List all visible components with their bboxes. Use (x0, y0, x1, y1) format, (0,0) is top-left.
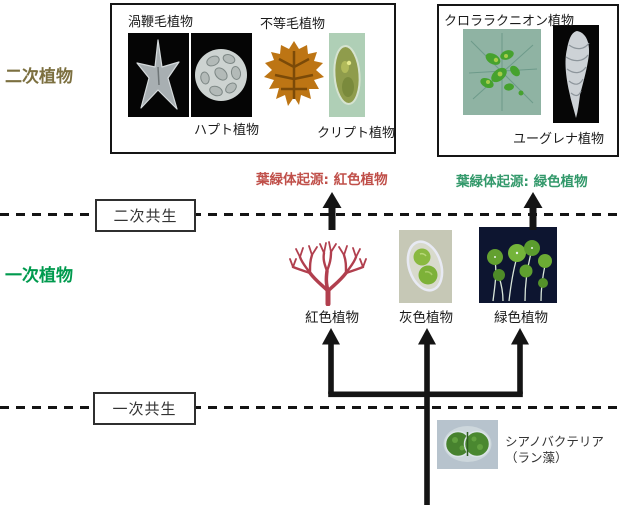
haptophyte-image (191, 33, 252, 117)
trident-left-stem (328, 343, 334, 394)
primary-symbiosis-dashed-line (0, 406, 624, 409)
trident-right-stem (517, 343, 523, 394)
haptophyte-label: ハプト植物 (194, 123, 260, 138)
secondary-plants-red-lineage-box: 渦鞭毛植物 不等毛植物 (110, 3, 396, 154)
arrowhead-primary-green (511, 328, 529, 345)
heterokont-label: 不等毛植物 (260, 17, 326, 32)
secondary-symbiosis-label: 二次共生 (113, 207, 178, 225)
cyanobacteria-image (437, 420, 498, 469)
arrowhead-secondary-green (523, 192, 543, 208)
cyanobacteria-label: シアノバクテリア （ラン藻） (505, 434, 604, 465)
chloroplast-origin-green-label: 葉緑体起源: 緑色植物 (456, 174, 588, 190)
primary-symbiosis-box: 一次共生 (93, 392, 196, 425)
primary-plants-label: 一次植物 (5, 266, 73, 286)
trident-center-stem (424, 343, 430, 505)
trident-horizontal-bar (328, 391, 523, 398)
chloroplast-origin-red-label: 葉緑体起源: 紅色植物 (256, 172, 388, 188)
arrowhead-secondary-red (322, 192, 342, 208)
cryptophyte-label: クリプト植物 (317, 126, 396, 141)
chlorarachniophyte-image (463, 29, 541, 115)
cryptophyte-image (329, 33, 365, 117)
green-plant-image (479, 227, 557, 303)
secondary-symbiosis-box: 二次共生 (95, 199, 196, 232)
primary-symbiosis-label: 一次共生 (112, 400, 177, 418)
glaucophyte-label: 灰色植物 (399, 310, 453, 326)
cyanobacteria-label-line1: シアノバクテリア (505, 434, 604, 449)
dinoflagellate-label: 渦鞭毛植物 (128, 15, 194, 30)
chlorarachniophyte-label: クロララクニオン植物 (444, 14, 575, 29)
secondary-plants-label: 二次植物 (5, 67, 73, 87)
arrow-secondary-red (328, 206, 336, 230)
euglenophyte-label: ユーグレナ植物 (513, 132, 605, 147)
glaucophyte-image (399, 230, 452, 303)
heterokont-image (261, 37, 327, 111)
secondary-plants-green-lineage-box: クロララクニオン植物 (437, 4, 619, 157)
red-alga-image (288, 231, 368, 306)
arrowhead-primary-glauco (418, 328, 436, 345)
arrowhead-primary-red (322, 328, 340, 345)
euglenophyte-image (553, 25, 599, 123)
red-alga-label: 紅色植物 (305, 310, 359, 326)
dinoflagellate-image (128, 33, 189, 117)
green-plant-label: 緑色植物 (494, 310, 548, 326)
secondary-symbiosis-dashed-line (0, 213, 624, 216)
cyanobacteria-label-line2: （ラン藻） (505, 449, 568, 465)
